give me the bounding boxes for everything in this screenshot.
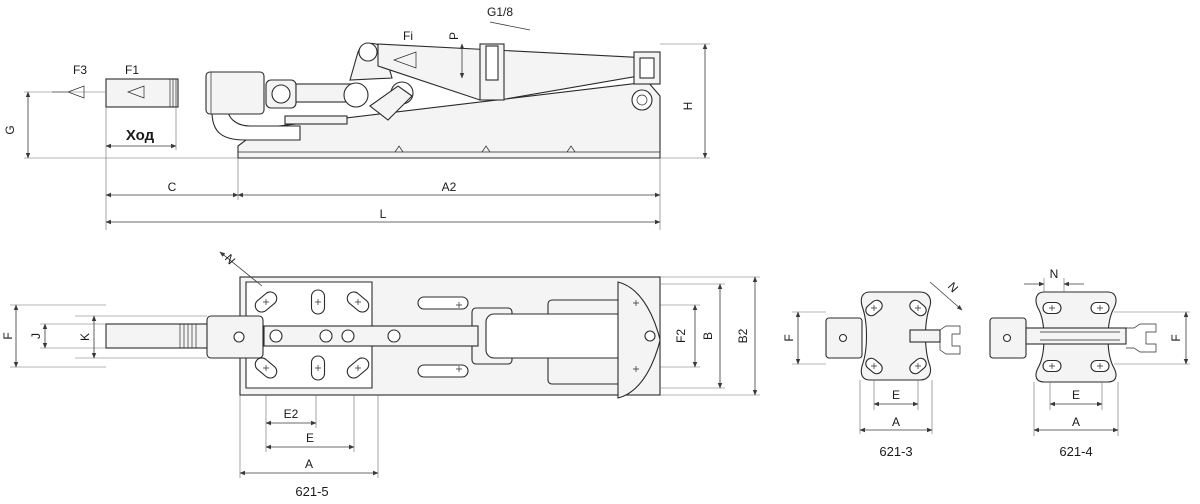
dim-K: K <box>78 333 92 341</box>
dimensions-621-4 <box>1024 278 1190 436</box>
mounting-hole <box>254 291 278 313</box>
dim-F-main: F <box>1 332 15 339</box>
mounting-hole <box>1090 301 1110 315</box>
mounting-hole <box>310 289 326 315</box>
center-mark <box>633 300 639 306</box>
mounting-hole <box>254 357 278 379</box>
dim-A-main: A <box>305 457 313 471</box>
mounting-holes-main <box>254 289 639 381</box>
dim-H: H <box>681 102 695 111</box>
top-view-621-5 <box>105 276 661 399</box>
dim-A2: A2 <box>442 180 457 194</box>
caption-621-3: 621-3 <box>879 444 912 459</box>
view-621-3 <box>825 291 961 381</box>
dim-F2: F2 <box>674 329 688 343</box>
dim-B: B <box>701 332 715 340</box>
dim-N-621-3: N <box>945 279 961 295</box>
dim-C: C <box>168 180 177 194</box>
side-dimensions <box>24 21 710 230</box>
dim-B2: B2 <box>736 328 750 343</box>
center-mark <box>456 302 462 308</box>
center-mark <box>633 366 639 372</box>
caption-621-5: 621-5 <box>295 484 328 499</box>
view-621-4 <box>989 291 1157 383</box>
dim-G18: G1/8 <box>487 5 513 19</box>
mounting-hole <box>909 357 927 375</box>
top-dimensions <box>10 251 760 478</box>
dim-E2: E2 <box>284 407 299 421</box>
dim-E-621-4: E <box>1072 388 1080 402</box>
side-view <box>52 42 661 159</box>
force-F1: F1 <box>125 63 139 77</box>
dim-E-main: E <box>306 431 314 445</box>
dim-A-621-3: A <box>892 415 900 429</box>
mounting-hole <box>865 299 883 317</box>
dim-P: P <box>447 32 461 40</box>
mounting-hole <box>346 357 370 379</box>
dim-N-621-4: N <box>1050 267 1059 281</box>
dim-F-621-4: F <box>1169 334 1183 341</box>
mounting-hole <box>1042 359 1062 373</box>
mounting-hole <box>346 291 370 313</box>
mounting-hole <box>310 355 326 381</box>
mounting-holes-621-4 <box>1042 301 1110 373</box>
dimensions-621-3 <box>792 281 963 434</box>
force-Fi: Fi <box>403 29 413 43</box>
center-mark <box>456 366 462 372</box>
mounting-hole <box>1090 359 1110 373</box>
dim-F-621-3: F <box>782 334 796 341</box>
mounting-holes-621-3 <box>865 299 927 375</box>
dim-G: G <box>3 125 17 134</box>
dim-L: L <box>380 207 387 221</box>
caption-621-4: 621-4 <box>1059 444 1092 459</box>
stroke-label: Ход <box>126 127 155 144</box>
mounting-hole <box>909 299 927 317</box>
dim-A-621-4: A <box>1072 415 1080 429</box>
mounting-hole <box>1042 301 1062 315</box>
dim-J: J <box>29 333 43 339</box>
mounting-hole <box>865 357 883 375</box>
force-F3: F3 <box>73 63 87 77</box>
dim-E-621-3: E <box>892 388 900 402</box>
